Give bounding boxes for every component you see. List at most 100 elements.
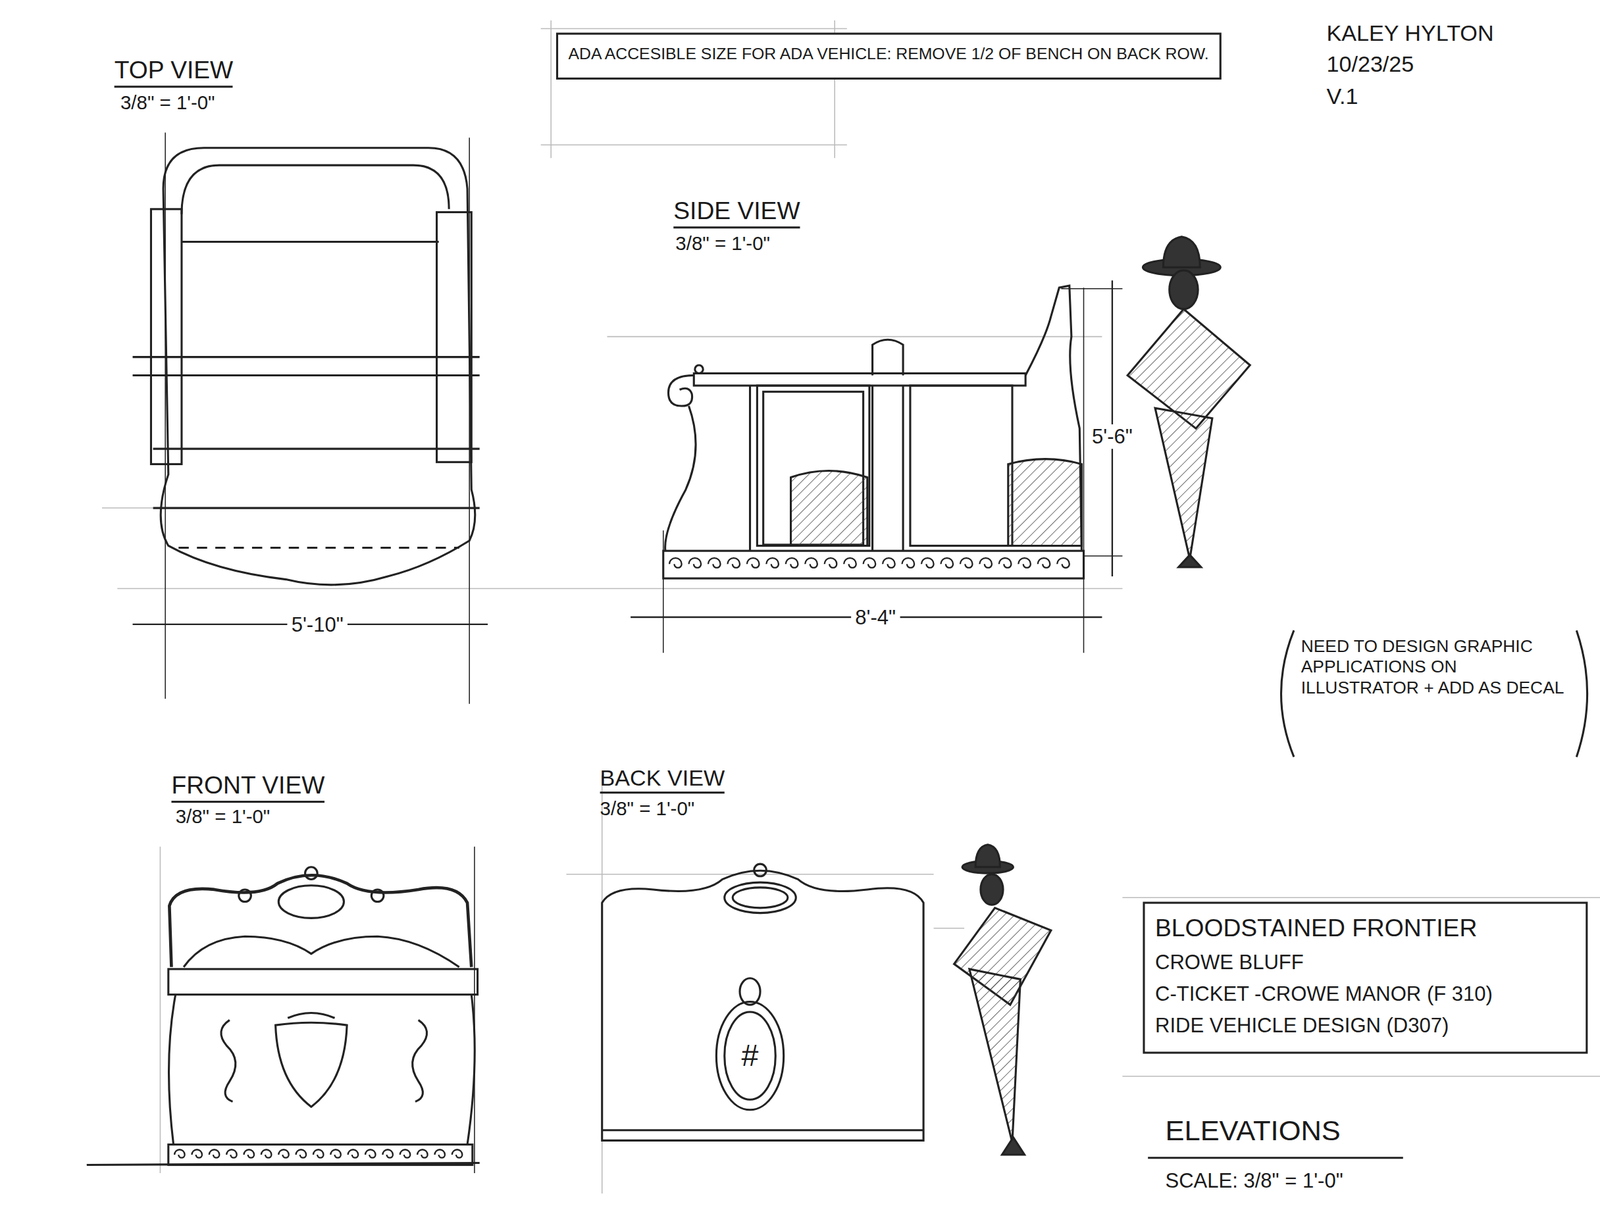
sketch-line: [732, 887, 788, 909]
sketch-line: [132, 356, 480, 359]
view-title: BACK VIEW: [600, 765, 726, 795]
sketch-line: [150, 209, 182, 465]
scroll-ornament: [417, 1149, 428, 1158]
scroll-ornament: [244, 1149, 255, 1158]
sketch-line: [473, 847, 476, 1174]
sketch-line: [174, 1149, 463, 1158]
sketch-line: [178, 546, 459, 549]
sketch-line: [164, 132, 166, 699]
scroll-ornament: [999, 558, 1012, 568]
sketch-line: [754, 864, 767, 877]
scroll-ornament: [882, 558, 896, 568]
scroll-ornament: [174, 1149, 185, 1158]
sketch-line: [181, 165, 449, 214]
sketch-line: [756, 385, 870, 546]
scroll-ornament: [669, 558, 682, 568]
sketch-line: [160, 148, 476, 586]
sketch-line: [117, 588, 1123, 590]
sketch-line: [602, 870, 924, 1141]
sketch-line: [169, 875, 472, 968]
scroll-ornament: [766, 558, 779, 568]
scroll-ornament: [261, 1149, 272, 1158]
sketch-line: [724, 882, 797, 914]
sketch-line: [1169, 270, 1198, 310]
sketch-line: [550, 20, 552, 158]
sketch-line: [606, 336, 1102, 338]
sketch-line: [1178, 554, 1202, 568]
scroll-ornament: [382, 1149, 393, 1158]
author-name: KALEY HYLTON: [1326, 20, 1494, 48]
sketch-line: [933, 928, 965, 930]
sketch-line: [668, 375, 694, 407]
sketch-line: [748, 385, 751, 551]
sketch-line: [1083, 287, 1085, 653]
scroll-ornament: [191, 1149, 203, 1158]
dimension: 8'-4": [851, 604, 900, 630]
box-heading: ADA ACCESIBLE SIZE FOR ADA VEHICLE: REMO…: [568, 42, 1210, 65]
sketch-line: [159, 847, 162, 1174]
sketch-line: [969, 969, 1021, 1144]
scale-note: 3/8" = 1'-0": [175, 806, 271, 830]
sketch-line: [902, 385, 905, 551]
sketch-line: [412, 1020, 428, 1102]
sketch-line: [183, 936, 460, 968]
note-box: ADA ACCESIBLE SIZE FOR ADA VEHICLE: REMO…: [556, 32, 1221, 80]
scroll-ornament: [365, 1149, 376, 1158]
scroll-ornament: [960, 558, 973, 568]
scroll-ornament: [785, 558, 799, 568]
dimension: 5'-6": [1087, 424, 1137, 449]
box-text: C-TICKET -CROWE MANOR (F 310): [1155, 981, 1576, 1009]
sketch-line: [238, 889, 252, 903]
number-mark: #: [741, 1037, 759, 1075]
sketch-line: [86, 1162, 480, 1165]
sketch-line: [181, 240, 439, 243]
sketch-line: [221, 1020, 236, 1102]
sketch-line: [1155, 408, 1213, 559]
design-note: NEED TO DESIGN GRAPHIC APPLICATIONS ON I…: [1301, 636, 1575, 699]
sketch-line: [695, 365, 703, 374]
view-title: FRONT VIEW: [171, 771, 325, 803]
sketch-line: [665, 406, 696, 551]
sketch-line: [724, 1012, 776, 1100]
sketch-line: [602, 1129, 924, 1132]
sketch-line: [716, 1001, 784, 1110]
scroll-ornament: [313, 1149, 324, 1158]
scroll-ornament: [804, 558, 818, 568]
sketch-line: [468, 137, 470, 704]
scale-figure: [954, 845, 1052, 1156]
sketch-line: [275, 1022, 348, 1108]
title-underline: [1147, 1157, 1404, 1160]
sketch-line: [791, 471, 868, 547]
sketch-line: [1001, 1137, 1025, 1156]
scroll-ornament: [940, 558, 954, 568]
sketch-line: [1122, 1076, 1600, 1078]
scroll-ornament: [209, 1149, 220, 1158]
scroll-ornament: [727, 558, 740, 568]
scroll-ornament: [843, 558, 857, 568]
sketch-line: [437, 211, 472, 463]
sketch-line: [872, 339, 904, 376]
sketch-line: [132, 374, 480, 377]
scroll-ornament: [400, 1149, 411, 1158]
scroll-ornament: [921, 558, 934, 568]
sketch-line: [1025, 285, 1082, 551]
scroll-ornament: [278, 1149, 289, 1158]
scroll-ornament: [1057, 558, 1070, 568]
dimension: 5'-10": [286, 612, 347, 637]
sketch-line: [287, 1013, 335, 1019]
sketch-line: [663, 550, 1084, 579]
scroll-ornament: [979, 558, 992, 568]
sketch-line: [371, 889, 384, 903]
sketch-line: [1122, 897, 1600, 900]
sketch-line: [102, 507, 154, 509]
top-view: [132, 132, 489, 705]
scroll-ornament: [863, 558, 877, 568]
box-heading: BLOODSTAINED FRONTIER: [1155, 912, 1576, 946]
sheet-title: ELEVATIONS: [1165, 1114, 1341, 1149]
scroll-ornament: [689, 558, 702, 568]
sketch-line: [305, 867, 318, 880]
sketch-line: [153, 507, 480, 510]
back-view: [602, 864, 924, 1141]
sketch-line: [871, 385, 874, 551]
scroll-ornament: [348, 1149, 359, 1158]
